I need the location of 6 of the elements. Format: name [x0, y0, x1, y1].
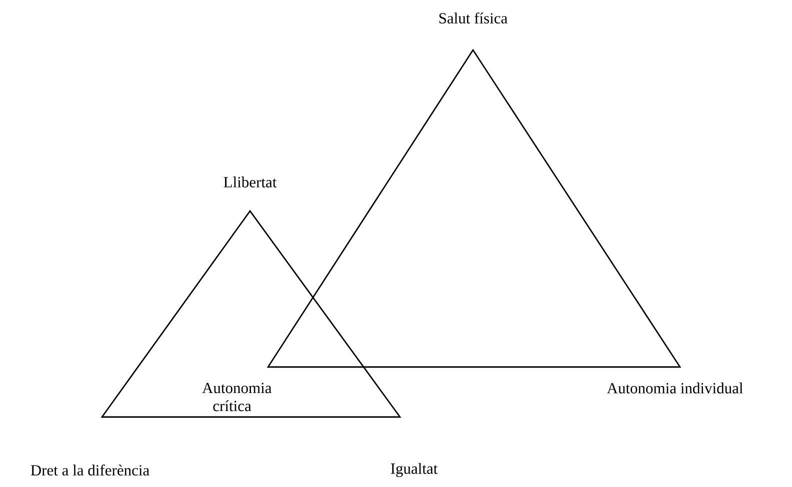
vertex-label: Llibertat	[224, 176, 277, 188]
vertex-label: Dret a la diferència	[30, 464, 150, 476]
corner-label: Autonomia crítica	[202, 382, 272, 412]
vertex-label: Salut física	[439, 12, 508, 24]
vertex-label: Autonomia individual	[606, 382, 743, 394]
vertex-label: Igualtat	[390, 462, 438, 478]
